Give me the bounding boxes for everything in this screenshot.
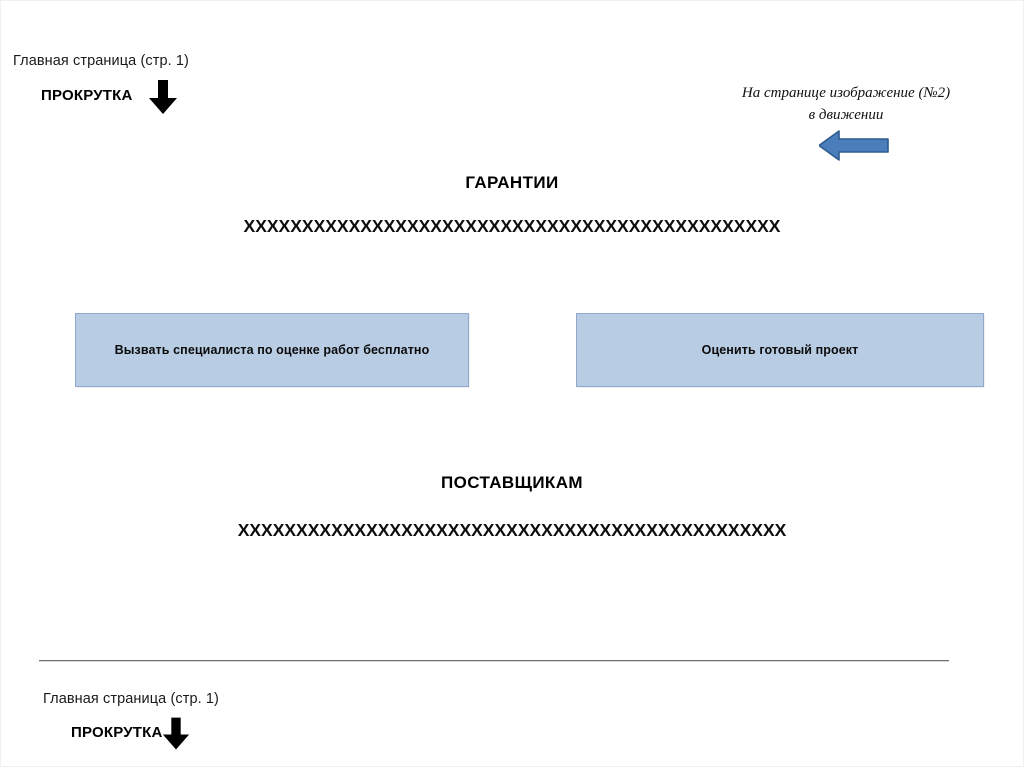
arrow-down-icon bbox=[147, 80, 179, 114]
section-heading-suppliers: ПОСТАВЩИКАМ bbox=[441, 473, 583, 492]
arrow-left-icon bbox=[819, 129, 889, 162]
horizontal-rule bbox=[39, 660, 949, 662]
cta-button-call-specialist[interactable]: Вызвать специалиста по оценке работ бесп… bbox=[75, 313, 469, 387]
cta-button-call-specialist-label: Вызвать специалиста по оценке работ бесп… bbox=[114, 343, 430, 357]
cta-button-estimate-project-label: Оценить готовый проект bbox=[701, 343, 859, 357]
section-filler-suppliers: XXXXXXXXXXXXXXXXXXXXXXXXXXXXXXXXXXXXXXXX… bbox=[237, 520, 787, 540]
section-filler-guarantees: XXXXXXXXXXXXXXXXXXXXXXXXXXXXXXXXXXXXXXXX… bbox=[243, 216, 781, 236]
annotation-line-1: На странице изображение (№2) bbox=[741, 85, 951, 101]
cta-button-estimate-project[interactable]: Оценить готовый проект bbox=[576, 313, 984, 387]
image-motion-annotation: На странице изображение (№2) в движении bbox=[716, 83, 976, 127]
arrow-down-icon bbox=[161, 717, 193, 751]
top-page-label: Главная страница (стр. 1) bbox=[13, 53, 189, 69]
bottom-scroll-label: ПРОКРУТКА bbox=[71, 724, 163, 741]
annotation-line-2: в движении bbox=[808, 106, 884, 123]
top-scroll-label: ПРОКРУТКА bbox=[41, 87, 133, 104]
section-heading-guarantees: ГАРАНТИИ bbox=[465, 173, 559, 192]
bottom-page-label: Главная страница (стр. 1) bbox=[43, 691, 219, 707]
